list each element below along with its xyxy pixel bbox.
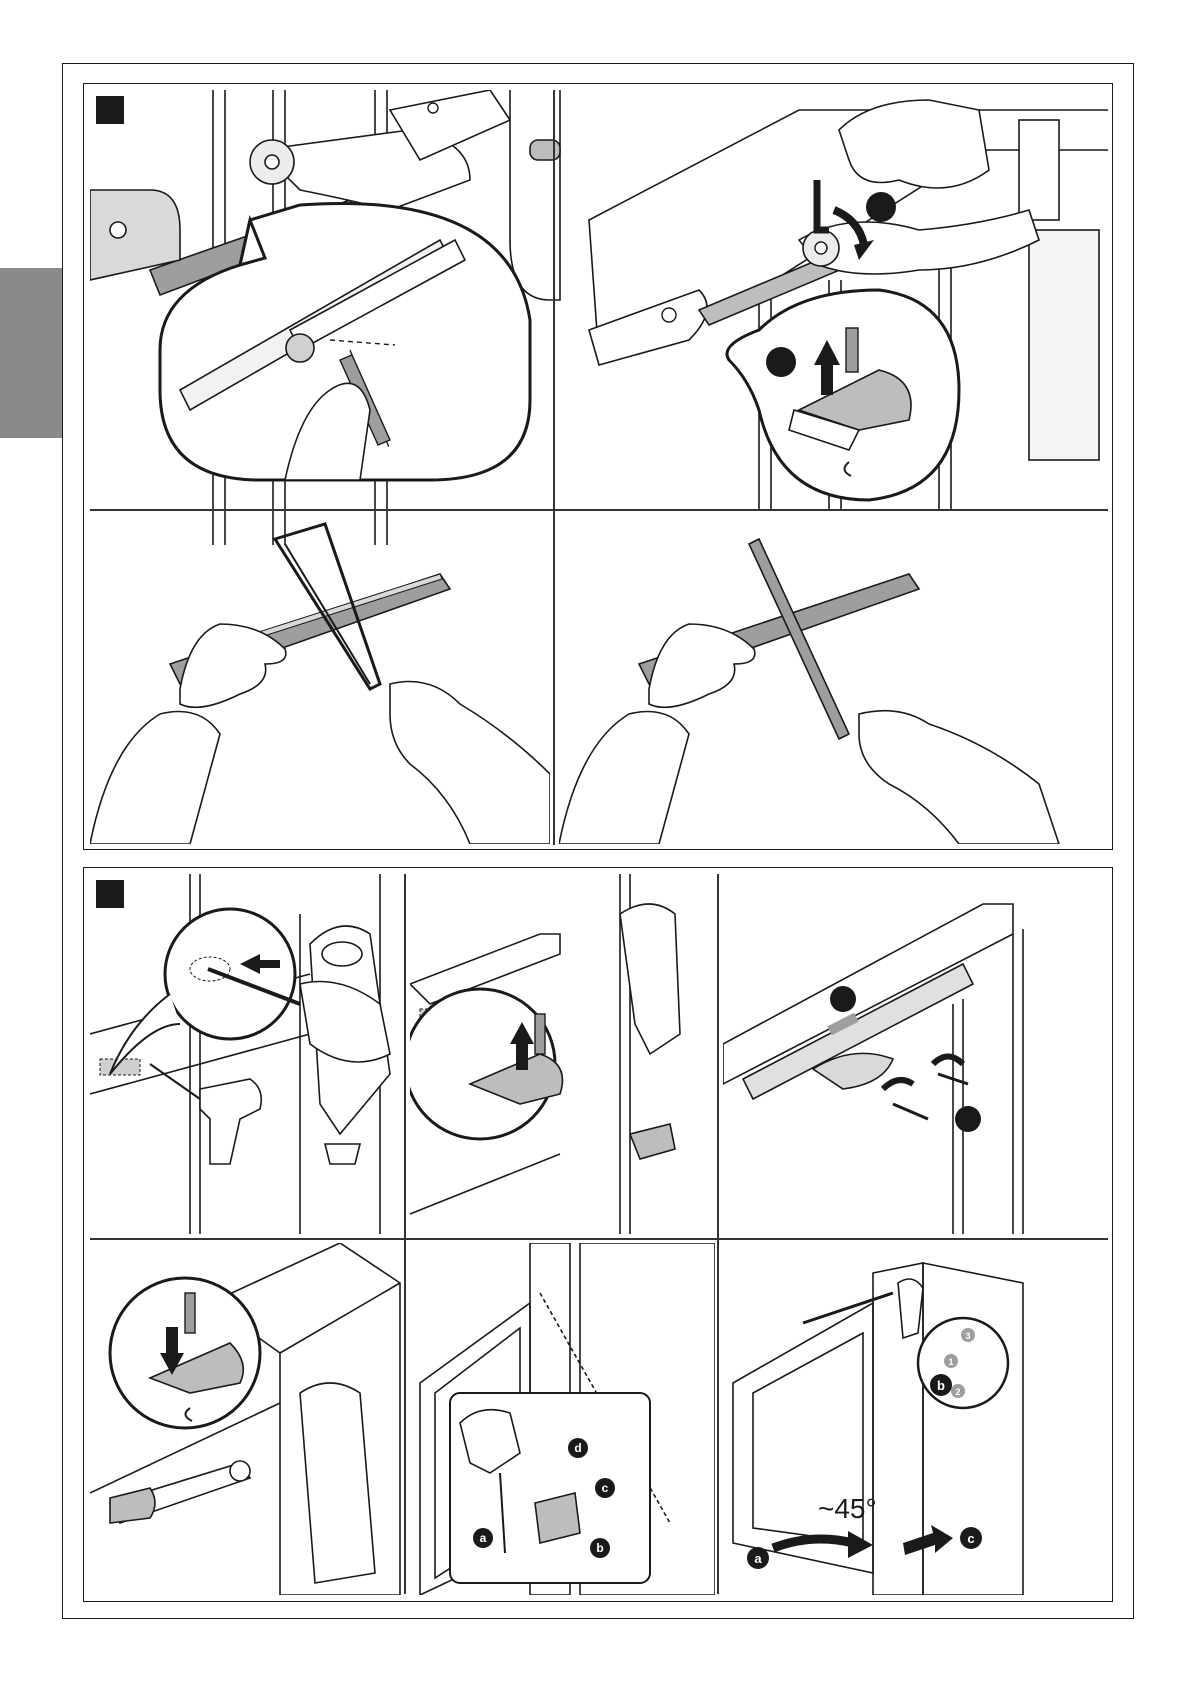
panel-file-edge bbox=[559, 514, 1108, 844]
divider-vertical bbox=[553, 90, 555, 845]
panel-saw-bar bbox=[90, 514, 550, 844]
panel-open-gate: 3 1 2 b ~45° a c bbox=[723, 1243, 1108, 1595]
panel-level-bracket bbox=[723, 874, 1108, 1234]
panel-insert-pin bbox=[410, 874, 742, 1234]
step-3: 3 bbox=[965, 1331, 970, 1341]
panel-mount-stop: a b c d bbox=[410, 1243, 715, 1595]
open-gate-illustration: 3 1 2 b ~45° a c bbox=[723, 1243, 1108, 1595]
step-1: 1 bbox=[948, 1357, 953, 1367]
spirit-level-icon bbox=[723, 874, 1108, 1234]
divider-vertical bbox=[717, 874, 719, 1594]
label-c: c bbox=[967, 1531, 974, 1546]
label-a: a bbox=[754, 1551, 762, 1566]
angle-label: ~45° bbox=[818, 1493, 877, 1524]
figure-a bbox=[83, 83, 1113, 850]
arm-slide-icon bbox=[90, 90, 600, 545]
panel-drill-hole bbox=[90, 874, 418, 1234]
divider-horizontal bbox=[90, 509, 1108, 511]
panel-cut-mark bbox=[90, 90, 600, 545]
figure-b: a b c d 3 1 2 b bbox=[83, 867, 1113, 1602]
panel-lock-pin bbox=[90, 1243, 402, 1595]
step-2: 2 bbox=[955, 1387, 960, 1397]
hacksaw-icon bbox=[90, 514, 550, 844]
mount-stop-illustration: a b c d bbox=[410, 1243, 715, 1595]
label-c: c bbox=[602, 1481, 609, 1495]
hex-key-icon bbox=[559, 90, 1108, 510]
label-b: b bbox=[596, 1541, 603, 1555]
divider-vertical bbox=[404, 874, 406, 1594]
screw-icon bbox=[883, 1057, 981, 1133]
hand-icon bbox=[90, 624, 550, 844]
section-tab bbox=[0, 268, 62, 438]
panel-remove-pin bbox=[559, 90, 1108, 510]
hand-icon bbox=[839, 100, 989, 188]
drill-icon bbox=[90, 874, 418, 1234]
file-tool-icon bbox=[559, 514, 1108, 844]
callout-icon bbox=[410, 874, 742, 1234]
divider-horizontal bbox=[90, 1238, 1108, 1240]
circlip-icon bbox=[90, 1243, 402, 1595]
label-a: a bbox=[480, 1531, 487, 1545]
label-d: d bbox=[574, 1441, 581, 1455]
label-b: b bbox=[937, 1378, 945, 1393]
